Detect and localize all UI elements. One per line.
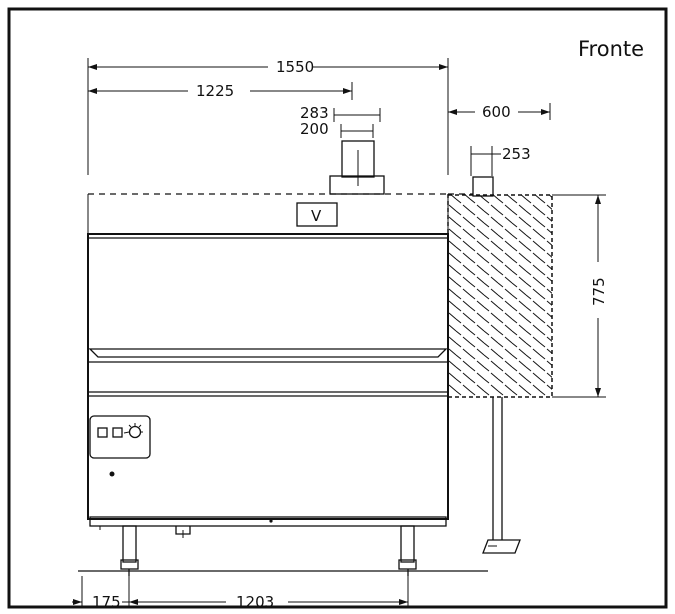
vent-label-text: V [311,207,322,225]
indicator-lamp-icon [109,471,115,477]
control-button-icon [97,427,108,438]
dimension-1225: 1225 [88,82,353,100]
view-title: Fronte [578,37,644,61]
dimension-600: 600 [448,103,551,121]
appliance-body [87,193,449,530]
exhaust-chimney [329,140,385,195]
center-mark [269,519,273,523]
dimension-200-label: 200 [300,120,329,138]
side-flue-unit [447,176,553,554]
dimension-253-label: 253 [502,145,531,163]
foot-left [120,525,139,576]
dimension-283: 283 [300,104,381,122]
dimension-253: 253 [470,145,531,176]
foot-right [398,525,417,576]
control-panel [89,415,151,477]
dimension-775-label: 775 [590,277,608,306]
dimension-283-label: 283 [300,104,329,122]
dimension-600-label: 600 [482,103,511,121]
dimension-175: 175 [72,576,140,611]
dimension-1550-label: 1550 [276,58,314,76]
dimension-1203-label: 1203 [236,593,274,611]
dimension-175-label: 175 [92,593,121,611]
drawing-frame [7,7,668,609]
dimension-200: 200 [300,120,374,138]
dimension-1225-label: 1225 [196,82,234,100]
vent-label-box: V [296,202,338,227]
dimension-775: 775 [552,194,608,398]
dimension-1203: 1203 [140,576,409,611]
drain-valve [175,526,191,538]
control-button-icon [112,427,123,438]
thermostat-knob-icon [123,423,143,439]
dimension-1550: 1550 [87,58,449,175]
